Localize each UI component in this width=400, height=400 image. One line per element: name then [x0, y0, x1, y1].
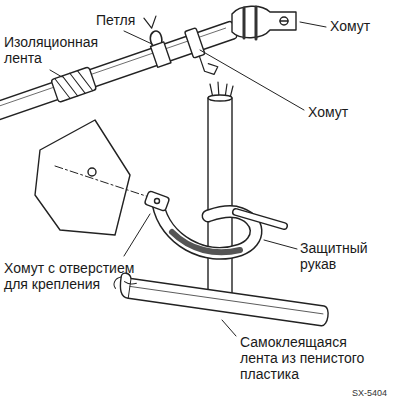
leader-lines-part — [264, 240, 297, 249]
part-label: Петля — [96, 12, 176, 28]
mounting-plate-part — [35, 120, 130, 235]
top-cable-part — [55, 68, 93, 101]
part-label: Хомут — [308, 104, 374, 120]
part-label: Хомут с отверстием для крепления — [4, 260, 160, 292]
top-cable-part — [151, 42, 171, 67]
top-cable-part — [0, 21, 237, 122]
leader-lines-part — [222, 320, 236, 336]
top-cable-part — [0, 28, 226, 109]
top-cable-part — [144, 14, 159, 29]
part-label: Самоклеящаяся лента из пенистого пластик… — [240, 334, 372, 382]
strap-clamp-part — [172, 232, 240, 252]
mounting-plate — [35, 120, 158, 235]
part-label: Изоляционная лента — [4, 34, 116, 66]
figure-code: SX-5404 — [352, 388, 387, 398]
bracket-clamp-part — [232, 6, 296, 38]
vertical-cable — [208, 82, 233, 308]
vertical-cable-part — [208, 98, 232, 308]
bracket-clamp-part — [280, 20, 288, 21]
strap-clamp — [144, 191, 284, 254]
foam-tape — [112, 272, 330, 327]
bracket-clamp-part — [244, 7, 256, 39]
foam-tape-part — [113, 276, 121, 289]
leader-lines-part — [200, 50, 304, 110]
foam-tape-part — [118, 273, 330, 327]
leader-lines-part — [300, 22, 326, 27]
bracket-clamp — [232, 6, 296, 39]
part-label: Хомут — [330, 18, 396, 34]
leader-lines-part — [50, 70, 62, 77]
leader-lines-part — [124, 31, 152, 44]
bracket-clamp-part — [280, 17, 288, 25]
part-label: Защитный рукав — [300, 240, 390, 272]
mounting-plate-part — [55, 166, 158, 200]
strap-clamp-part — [144, 191, 169, 212]
leader-lines-part — [124, 214, 150, 256]
strap-clamp-part — [236, 212, 284, 226]
top-cable-part — [51, 67, 97, 103]
top-cable-part — [185, 28, 205, 58]
foam-tape-part — [122, 278, 137, 299]
strap-clamp-part — [236, 212, 284, 226]
mounting-plate-part — [88, 168, 96, 176]
foam-tape-part — [130, 286, 323, 313]
strap-clamp-part — [155, 199, 160, 204]
vertical-cable-part — [208, 95, 232, 101]
